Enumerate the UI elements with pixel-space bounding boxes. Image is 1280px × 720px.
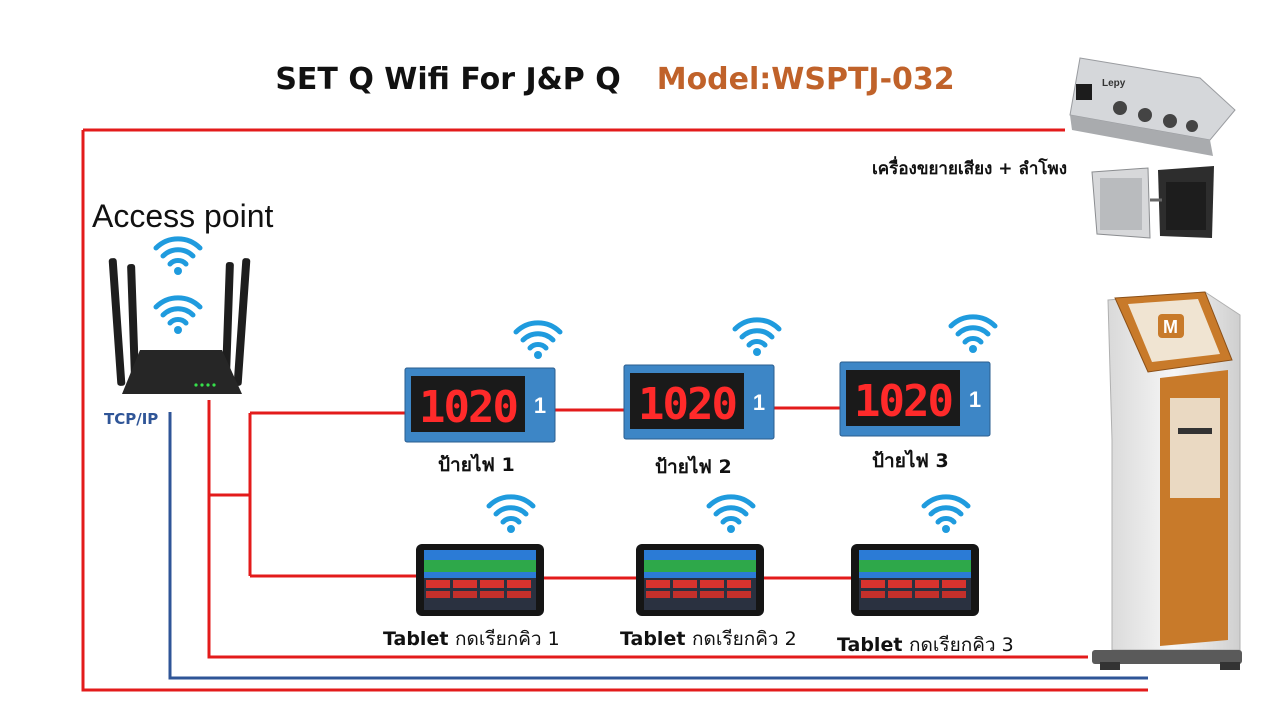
tablet-label-2: Tablet กดเรียกคิว 2 xyxy=(620,628,797,650)
tablet-label-3: Tablet กดเรียกคิว 3 xyxy=(837,634,1014,656)
speakers xyxy=(1091,166,1214,239)
protocol-label: TCP/IP xyxy=(104,410,159,428)
title-main: SET Q Wifi For J&P Q xyxy=(275,62,621,97)
tablet-label-1: Tablet กดเรียกคิว 1 xyxy=(383,628,560,650)
branch-line xyxy=(207,400,1088,659)
tablet xyxy=(851,497,979,616)
sign-label-2: ป้ายไฟ 2 xyxy=(655,456,732,478)
router-antenna xyxy=(127,263,139,377)
router-antenna xyxy=(222,261,234,375)
sign-label-1: ป้ายไฟ 1 xyxy=(438,454,515,476)
wifi-icon xyxy=(924,497,968,533)
access-point-label: Access point xyxy=(92,198,274,234)
router-antenna xyxy=(108,258,126,386)
sign-label-3: ป้ายไฟ 3 xyxy=(872,450,949,472)
network-line xyxy=(168,412,1148,680)
tablets xyxy=(416,497,979,616)
sign-counter: 1 xyxy=(753,390,765,415)
sign-number: 1020 xyxy=(638,379,736,430)
sign-display xyxy=(411,376,525,432)
amplifier-label: เครื่องขยายเสียง + ลำโพง xyxy=(872,159,1068,179)
sign-number: 1020 xyxy=(419,382,517,433)
wifi-icon xyxy=(951,317,995,353)
sign-counter: 1 xyxy=(534,393,546,418)
led-signs: 1020 1 1020 1 1020 1 xyxy=(404,317,995,443)
tablet xyxy=(416,497,544,616)
led-sign: 1020 1 xyxy=(404,323,560,443)
led-sign: 1020 1 xyxy=(839,317,995,437)
sign-display xyxy=(630,373,744,429)
wifi-icon xyxy=(735,320,779,356)
led-sign: 1020 1 xyxy=(623,320,779,440)
wifi-icon xyxy=(156,239,200,275)
sign-counter: 1 xyxy=(969,387,981,412)
tablet xyxy=(636,497,764,616)
amplifier: Lepy xyxy=(1069,57,1236,156)
router-antenna xyxy=(233,258,251,386)
wifi-icon xyxy=(709,497,753,533)
router-body xyxy=(122,350,242,394)
wifi-icon xyxy=(489,497,533,533)
page-title: SET Q Wifi For J&P Q Model:WSPTJ-032 xyxy=(0,62,1230,97)
sign-display xyxy=(846,370,960,426)
kiosk-logo: M xyxy=(1163,317,1178,337)
left-power-line xyxy=(81,130,1148,692)
router xyxy=(108,258,251,394)
power-lines xyxy=(81,128,1148,692)
amplifier-brand: Lepy xyxy=(1102,78,1126,89)
sign-number: 1020 xyxy=(854,376,952,427)
title-model: Model:WSPTJ-032 xyxy=(656,62,955,97)
wifi-icon xyxy=(516,323,560,359)
wifi-icon xyxy=(156,298,200,334)
kiosk: M xyxy=(1092,291,1242,670)
